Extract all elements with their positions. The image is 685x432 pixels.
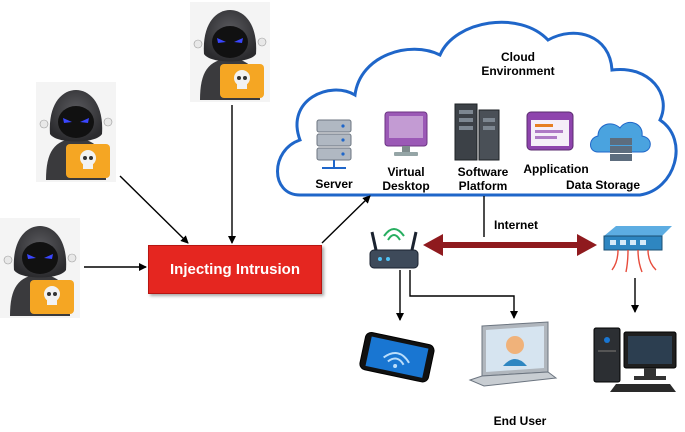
wifi-router-icon (369, 228, 419, 269)
network-switch-icon (603, 226, 672, 273)
attack-arrow (119, 175, 189, 244)
monitor-icon (384, 111, 428, 156)
service-label-data-storage: Data Storage (565, 178, 641, 192)
internet-double-arrow (423, 234, 597, 256)
cloud-title-line1: Cloud (501, 50, 535, 64)
cloud-storage-icon (590, 121, 651, 161)
service-label-server: Server (315, 177, 353, 191)
desktop-computer-icon (593, 327, 677, 392)
hooded-hacker-icon (190, 2, 270, 102)
service-label-software-platform: Software Platform (457, 165, 509, 193)
application-window-icon (526, 111, 574, 151)
hooded-hacker-icon (0, 218, 80, 318)
injecting-intrusion-label: Injecting Intrusion (170, 261, 300, 278)
server-tower-icon (454, 103, 500, 161)
router-to-laptop-arrow (409, 270, 518, 319)
injecting-intrusion-box: Injecting Intrusion (148, 245, 322, 294)
service-label-virtual-desktop: Virtual Desktop (382, 165, 430, 193)
cloud-title: Cloud Environment (468, 50, 568, 78)
intrusion-to-cloud-arrow (321, 195, 371, 244)
laptop-icon (468, 321, 558, 387)
internet-label: Internet (494, 218, 539, 232)
hooded-hacker-icon (36, 82, 116, 182)
service-label-application: Application (523, 162, 589, 176)
smartphone-icon (359, 331, 435, 383)
cloud-title-line2: Environment (481, 64, 555, 78)
end-user-label: End User (493, 414, 547, 428)
server-rack-icon (316, 119, 352, 169)
